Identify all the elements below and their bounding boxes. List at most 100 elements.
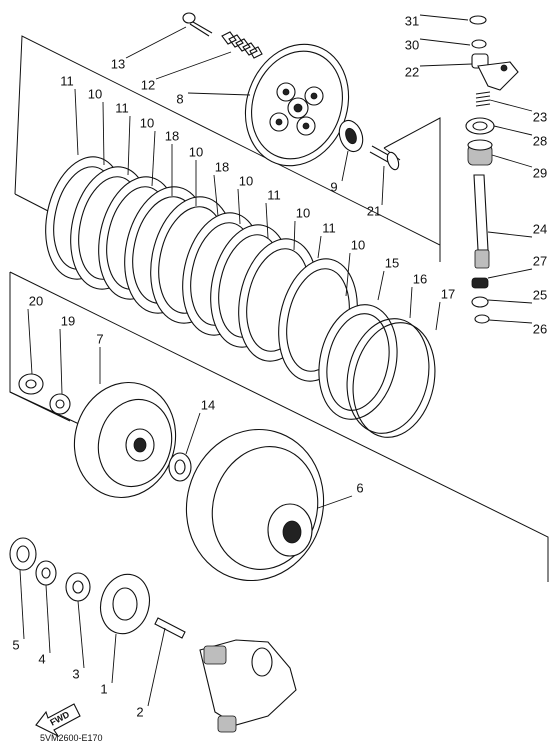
part-label-p21: 21 xyxy=(367,203,381,218)
leader-line-p16 xyxy=(409,286,413,319)
key-2 xyxy=(154,617,186,639)
leader-line-p11d xyxy=(317,235,322,259)
leader-line-p17 xyxy=(435,301,441,331)
part-label-p24: 24 xyxy=(533,221,547,236)
part-label-p22: 22 xyxy=(405,64,419,79)
nut-5 xyxy=(9,537,37,571)
part-label-p11a: 11 xyxy=(60,73,74,88)
part-label-p15: 15 xyxy=(385,255,399,270)
part-label-p26: 26 xyxy=(533,321,547,336)
leader-line-p20 xyxy=(27,308,33,375)
part-label-p25: 25 xyxy=(533,287,547,302)
part-label-p11d: 11 xyxy=(322,220,336,235)
leader-line-p23 xyxy=(489,99,533,112)
part-label-p10a: 10 xyxy=(88,86,102,101)
shaft-group-frame xyxy=(383,117,441,245)
leader-line-p14 xyxy=(185,412,201,455)
circlip-31 xyxy=(469,15,487,25)
part-label-p14: 14 xyxy=(201,397,215,412)
part-label-p8: 8 xyxy=(176,91,183,106)
part-label-p28: 28 xyxy=(533,133,547,148)
oil-seal-28 xyxy=(465,117,495,135)
part-label-p1: 1 xyxy=(100,681,107,696)
part-label-p3: 3 xyxy=(72,666,79,681)
part-label-p19: 19 xyxy=(61,313,75,328)
part-label-p30: 30 xyxy=(405,37,419,52)
leader-line-p10e xyxy=(293,220,296,251)
leader-line-p9 xyxy=(341,150,349,182)
bearing-9 xyxy=(338,119,364,153)
part-label-p5: 5 xyxy=(12,637,19,652)
leader-line-p30 xyxy=(419,38,471,46)
circlip-26 xyxy=(474,314,490,324)
washer-30 xyxy=(471,39,487,49)
leader-line-p11c xyxy=(265,202,269,239)
part-label-p10f: 10 xyxy=(351,237,365,252)
leader-line-p28 xyxy=(493,125,533,136)
leader-line-p10a xyxy=(102,101,105,166)
nut-20 xyxy=(18,373,44,395)
leader-line-p25 xyxy=(487,299,533,304)
spring-23 xyxy=(475,91,491,107)
part-label-p10e: 10 xyxy=(296,205,310,220)
leader-line-p6 xyxy=(317,495,353,509)
clutch-housing xyxy=(185,428,325,582)
leader-line-p10d xyxy=(237,188,241,225)
leader-line-p12 xyxy=(155,51,232,80)
leader-line-p2 xyxy=(147,627,166,707)
leader-line-p8 xyxy=(187,92,251,96)
part-label-p17: 17 xyxy=(441,286,455,301)
leader-line-p27 xyxy=(487,268,533,279)
leader-line-p22 xyxy=(419,63,473,67)
part-label-p11c: 11 xyxy=(267,187,281,202)
part-label-p16: 16 xyxy=(413,271,427,286)
clutch-bolt xyxy=(182,12,213,37)
leader-lines xyxy=(19,14,533,707)
washer-25 xyxy=(471,296,489,308)
bearing-29 xyxy=(467,139,493,166)
leader-line-p18b xyxy=(213,174,219,217)
part-label-p9: 9 xyxy=(330,179,337,194)
part-label-p10d: 10 xyxy=(239,173,253,188)
leader-line-p11b xyxy=(127,115,131,176)
part-label-p10c: 10 xyxy=(189,144,203,159)
leader-line-p26 xyxy=(488,319,533,324)
lock-washer-4 xyxy=(35,560,57,586)
part-label-p7: 7 xyxy=(96,331,103,346)
lock-washer-19 xyxy=(49,393,71,415)
part-label-p20: 20 xyxy=(29,293,43,308)
part-label-p6: 6 xyxy=(356,480,363,495)
leader-line-p29 xyxy=(491,154,533,168)
leader-line-p3 xyxy=(77,600,85,669)
pressure-plate xyxy=(244,43,350,167)
leader-line-p31 xyxy=(419,14,469,21)
push-lever-22 xyxy=(471,53,519,91)
bearing-27 xyxy=(471,277,489,289)
gear-1 xyxy=(100,573,150,635)
forward-arrow: FWD xyxy=(35,703,81,738)
washer-3 xyxy=(65,572,91,602)
leader-line-p4 xyxy=(45,584,51,654)
drawing-code: 5VM2600-E170 xyxy=(40,733,103,743)
part-label-p10b: 10 xyxy=(140,115,154,130)
part-label-p27: 27 xyxy=(533,253,547,268)
part-label-p11b: 11 xyxy=(115,100,129,115)
leader-line-p19 xyxy=(59,328,63,395)
part-label-p29: 29 xyxy=(533,165,547,180)
part-label-p4: 4 xyxy=(38,651,45,666)
leader-line-p21 xyxy=(381,165,385,206)
part-label-p31: 31 xyxy=(405,13,419,28)
plate-stack xyxy=(45,156,436,438)
leader-line-p1 xyxy=(111,633,117,684)
part-labels: 3130131222823282992124272526111011101810… xyxy=(12,13,547,719)
leader-line-p24 xyxy=(487,231,533,238)
leader-line-p15 xyxy=(377,270,385,301)
leader-line-p5 xyxy=(19,569,25,640)
part-label-p2: 2 xyxy=(136,704,143,719)
part-label-p23: 23 xyxy=(533,109,547,124)
part-label-p13: 13 xyxy=(111,56,125,71)
crankshaft xyxy=(199,639,297,733)
leader-line-p11a xyxy=(74,88,79,156)
push-shaft-24 xyxy=(473,174,490,269)
